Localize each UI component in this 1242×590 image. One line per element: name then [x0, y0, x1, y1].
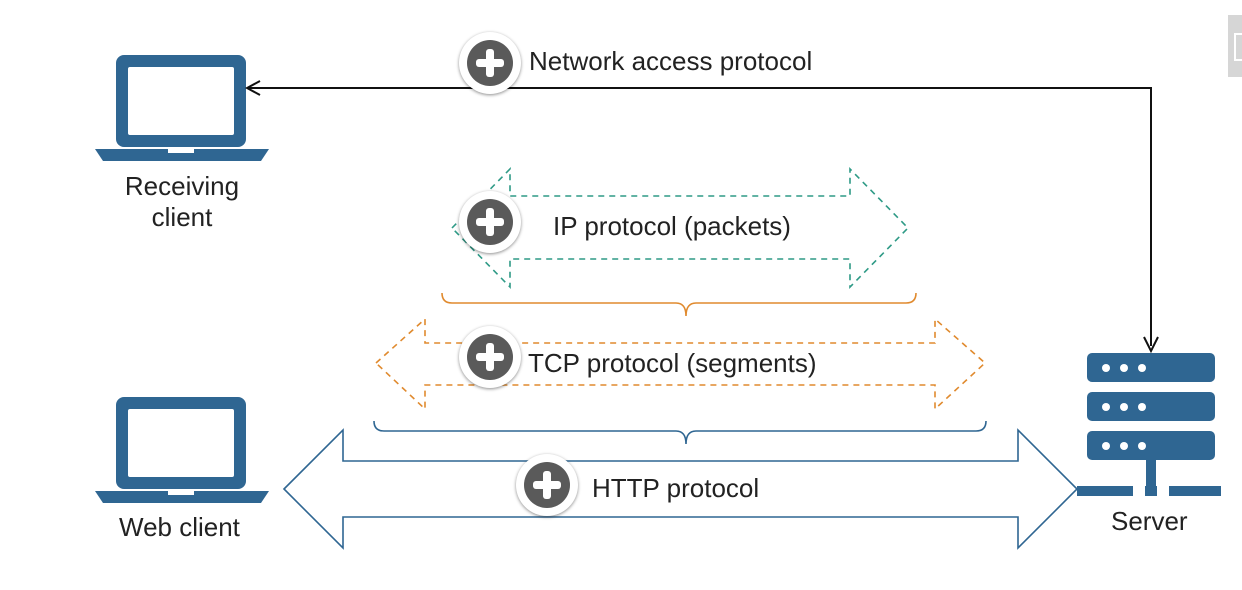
web-client-label: Web client [119, 512, 240, 542]
ip-brace [441, 292, 917, 317]
plus-circle-icon [467, 199, 513, 245]
network-access-line [247, 88, 1152, 346]
ip-arrow [450, 167, 910, 289]
http-expand-button[interactable] [516, 454, 578, 516]
plus-circle-icon [467, 40, 513, 86]
tcp-arrow [374, 317, 987, 411]
server-icon [1077, 353, 1221, 496]
web-client-laptop-icon [95, 397, 269, 503]
receiving-client-label: Receiving client [124, 171, 240, 232]
ip-expand-button[interactable] [459, 191, 521, 253]
network-access-expand-button[interactable] [459, 32, 521, 94]
network-access-arrowhead-down [1143, 336, 1159, 354]
tcp-label: TCP protocol (segments) [528, 348, 817, 378]
receiving-client-laptop-icon [95, 55, 269, 161]
http-arrow [282, 428, 1079, 550]
network-access-label: Network access protocol [529, 46, 813, 76]
side-panel-toggle[interactable] [1228, 15, 1242, 77]
tcp-brace [373, 420, 987, 445]
plus-circle-icon [467, 334, 513, 380]
server-label: Server [1111, 506, 1188, 536]
plus-circle-icon [524, 462, 570, 508]
ip-label: IP protocol (packets) [553, 211, 791, 241]
http-label: HTTP protocol [592, 473, 760, 503]
tcp-expand-button[interactable] [459, 326, 521, 388]
